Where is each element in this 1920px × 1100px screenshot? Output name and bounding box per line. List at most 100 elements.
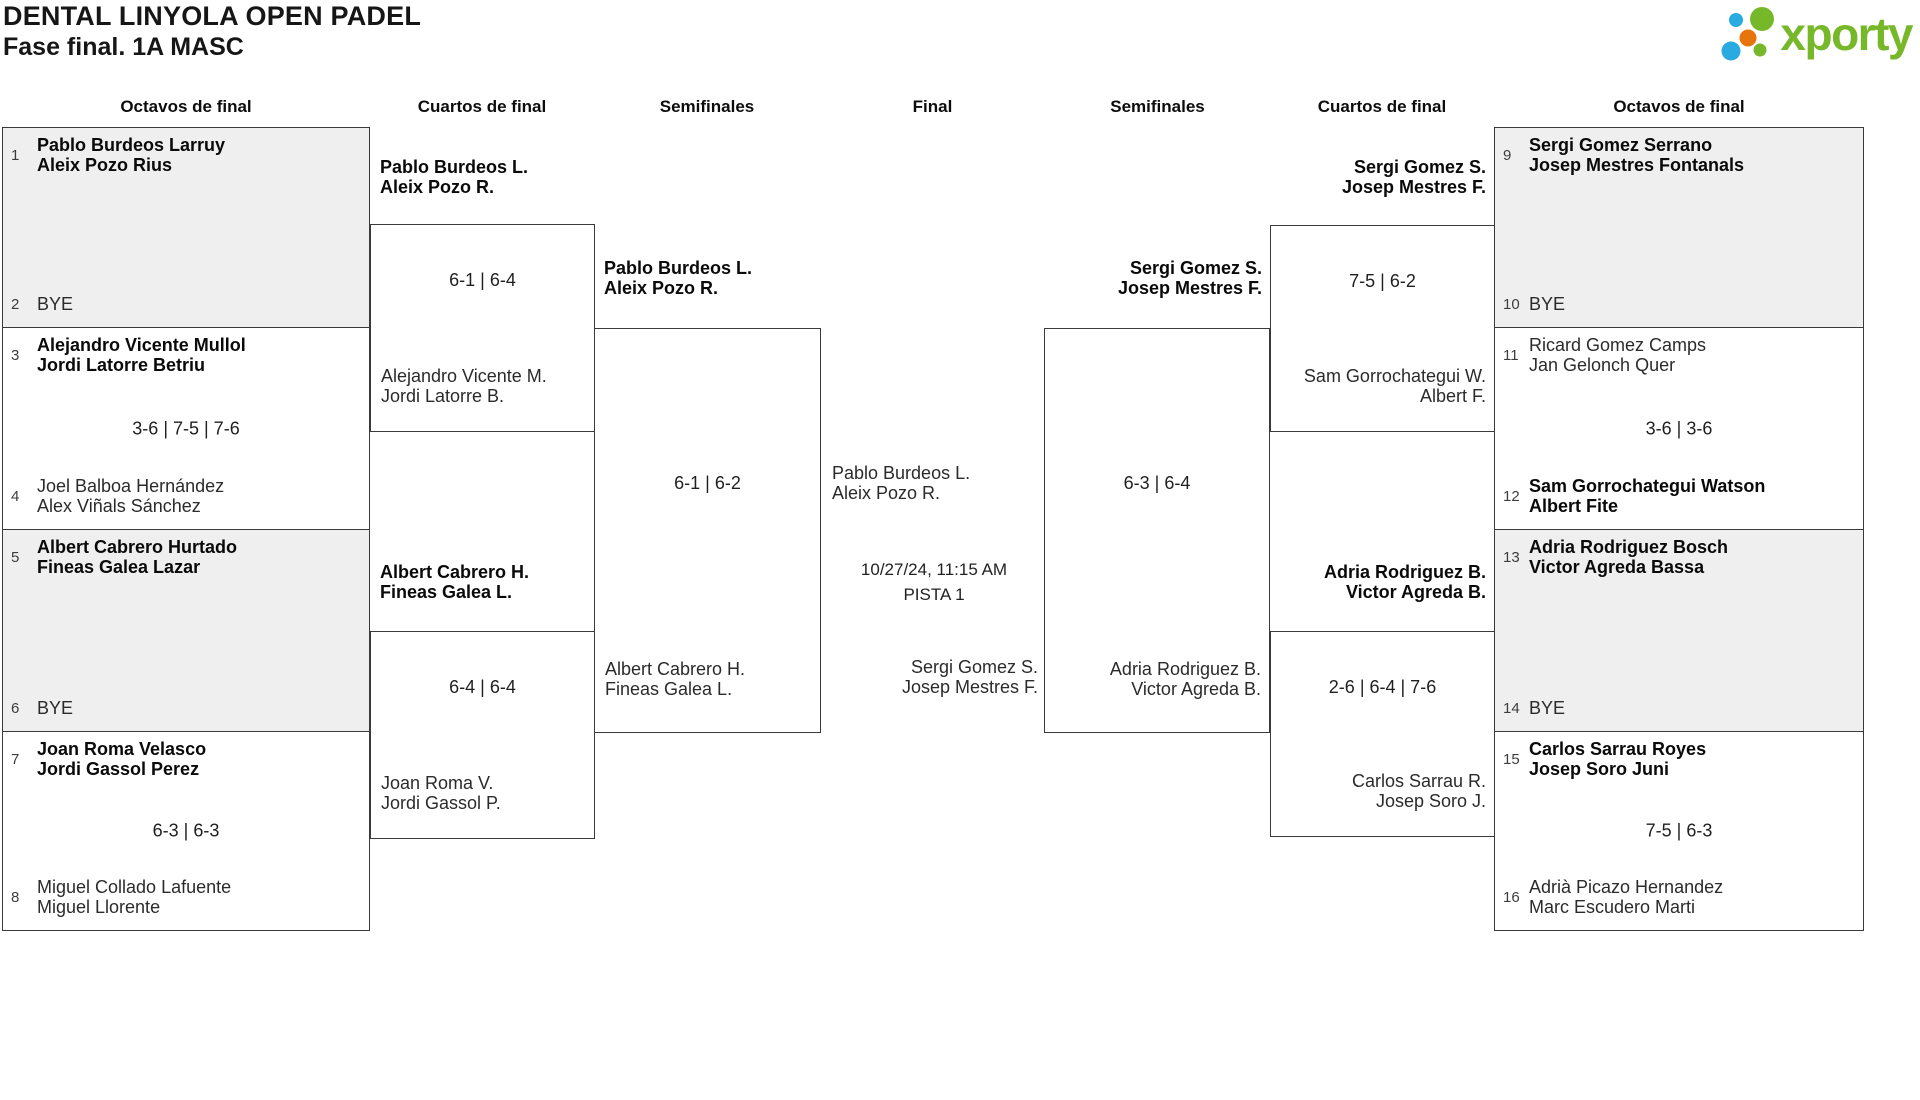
- seed-number: 13: [1503, 549, 1520, 566]
- xporty-logo[interactable]: xporty: [1719, 2, 1913, 66]
- match-box-semifinal-right: 6-3 | 6-4 Adria Rodriguez B. Victor Agre…: [1044, 328, 1270, 733]
- match-box-octavos-right-1: 9 Sergi Gomez Serrano Josep Mestres Font…: [1494, 127, 1864, 328]
- seed-number: 6: [11, 699, 20, 717]
- advancing-team-label: Adria Rodriguez B. Victor Agreda B.: [1323, 562, 1486, 602]
- match-score: 3-6 | 3-6: [1645, 418, 1713, 438]
- team-name: Joel Balboa Hernández Alex Viñals Sánche…: [37, 476, 225, 516]
- seed-number: 5: [11, 549, 20, 566]
- final-court: PISTA 1: [903, 585, 965, 604]
- team-slot: 8 Miguel Collado Lafuente Miguel Llorent…: [3, 877, 369, 917]
- match-box-octavos-right-4: 15 Carlos Sarrau Royes Josep Soro Juni 7…: [1494, 731, 1864, 931]
- team-name: Ricard Gomez Camps Jan Gelonch Quer: [1529, 335, 1707, 375]
- advancing-team-label: Sergi Gomez S. Josep Mestres F.: [1341, 157, 1486, 197]
- seed-number: 16: [1503, 889, 1520, 906]
- match-box-semifinal-left: 6-1 | 6-2 Albert Cabrero H. Fineas Galea…: [594, 328, 821, 733]
- seed-number: 8: [11, 889, 20, 906]
- page-title: DENTAL LINYOLA OPEN PADEL: [3, 1, 422, 31]
- seed-number: 10: [1503, 295, 1520, 313]
- final-datetime: 10/27/24, 11:15 AM: [860, 560, 1008, 579]
- round-header-semis-left: Semifinales: [659, 97, 755, 116]
- match-box-cuartos-left-1: 6-1 | 6-4 Alejandro Vicente M. Jordi Lat…: [370, 224, 595, 432]
- team-name: BYE: [37, 293, 74, 314]
- team-slot: 6 BYE: [3, 697, 369, 719]
- match-score: 7-5 | 6-3: [1645, 820, 1713, 841]
- round-header-final: Final: [912, 97, 953, 116]
- seed-number: 1: [11, 147, 20, 164]
- seed-number: 2: [11, 295, 20, 313]
- seed-number: 15: [1503, 751, 1520, 768]
- match-score: 2-6 | 6-4 | 7-6: [1328, 677, 1437, 697]
- final-team-top: Pablo Burdeos L. Aleix Pozo R.: [832, 463, 971, 503]
- match-box-octavos-right-2: 11 Ricard Gomez Camps Jan Gelonch Quer 3…: [1494, 327, 1864, 530]
- seed-number: 11: [1503, 347, 1519, 364]
- team-slot: 12 Sam Gorrochategui Watson Albert Fite: [1495, 476, 1863, 516]
- round-header-cuartos-left: Cuartos de final: [417, 97, 547, 116]
- xporty-logo-text: xporty: [1780, 8, 1913, 60]
- match-score: 6-1 | 6-2: [674, 473, 741, 493]
- seed-number: 12: [1503, 488, 1520, 505]
- round-header-cuartos-right: Cuartos de final: [1317, 97, 1447, 116]
- match-box-octavos-left-3: 5 Albert Cabrero Hurtado Fineas Galea La…: [2, 529, 370, 732]
- team-slot: 13 Adria Rodriguez Bosch Victor Agreda B…: [1495, 537, 1863, 577]
- losing-team-label: Adria Rodriguez B. Victor Agreda B.: [1109, 659, 1261, 699]
- advancing-team-label: Albert Cabrero H. Fineas Galea L.: [380, 562, 530, 602]
- losing-team-label: Alejandro Vicente M. Jordi Latorre B.: [381, 366, 547, 406]
- match-score: 6-1 | 6-4: [449, 270, 516, 290]
- seed-number: 3: [11, 347, 20, 364]
- team-name: Sergi Gomez Serrano Josep Mestres Fontan…: [1529, 135, 1745, 175]
- seed-number: 9: [1503, 147, 1512, 164]
- team-name: Sam Gorrochategui Watson Albert Fite: [1529, 476, 1766, 516]
- match-box-octavos-left-2: 3 Alejandro Vicente Mullol Jordi Latorre…: [2, 327, 370, 530]
- team-name: Miguel Collado Lafuente Miguel Llorente: [37, 877, 232, 917]
- team-slot: 2 BYE: [3, 293, 369, 315]
- round-header-octavos-left: Octavos de final: [120, 97, 252, 116]
- seed-number: 14: [1503, 699, 1520, 717]
- team-slot: 10 BYE: [1495, 293, 1863, 315]
- team-slot: 9 Sergi Gomez Serrano Josep Mestres Font…: [1495, 135, 1863, 175]
- match-box-cuartos-left-2: 6-4 | 6-4 Joan Roma V. Jordi Gassol P.: [370, 631, 595, 839]
- seed-number: 7: [11, 751, 20, 768]
- team-name: Joan Roma Velasco Jordi Gassol Perez: [37, 739, 207, 779]
- team-slot: 3 Alejandro Vicente Mullol Jordi Latorre…: [3, 335, 369, 375]
- team-slot: 16 Adrià Picazo Hernandez Marc Escudero …: [1495, 877, 1863, 917]
- team-name: Albert Cabrero Hurtado Fineas Galea Laza…: [37, 537, 238, 577]
- losing-team-label: Sam Gorrochategui W. Albert F.: [1303, 366, 1486, 406]
- team-slot: 4 Joel Balboa Hernández Alex Viñals Sánc…: [3, 476, 369, 516]
- team-name: BYE: [1529, 293, 1566, 314]
- match-box-octavos-left-1: 1 Pablo Burdeos Larruy Aleix Pozo Rius 2…: [2, 127, 370, 328]
- losing-team-label: Joan Roma V. Jordi Gassol P.: [381, 773, 501, 813]
- match-box-octavos-right-3: 13 Adria Rodriguez Bosch Victor Agreda B…: [1494, 529, 1864, 732]
- team-slot: 14 BYE: [1495, 697, 1863, 719]
- advancing-team-label: Sergi Gomez S. Josep Mestres F.: [1117, 258, 1262, 298]
- losing-team-label: Albert Cabrero H. Fineas Galea L.: [605, 659, 746, 699]
- match-score: 6-3 | 6-4: [1123, 473, 1191, 493]
- team-slot: 7 Joan Roma Velasco Jordi Gassol Perez: [3, 739, 369, 779]
- match-score: 7-5 | 6-2: [1349, 271, 1416, 291]
- team-name: BYE: [37, 697, 74, 718]
- advancing-team-label: Pablo Burdeos L. Aleix Pozo R.: [380, 157, 529, 197]
- seed-number: 4: [11, 488, 20, 505]
- xporty-logo-icon: [1721, 7, 1775, 61]
- match-box-octavos-left-4: 7 Joan Roma Velasco Jordi Gassol Perez 6…: [2, 731, 370, 931]
- team-name: Adria Rodriguez Bosch Victor Agreda Bass…: [1529, 537, 1729, 577]
- final-team-bottom: Sergi Gomez S. Josep Mestres F.: [901, 657, 1038, 697]
- match-box-cuartos-right-2: 2-6 | 6-4 | 7-6 Carlos Sarrau R. Josep S…: [1270, 631, 1495, 837]
- team-name: Adrià Picazo Hernandez Marc Escudero Mar…: [1529, 877, 1724, 917]
- losing-team-label: Carlos Sarrau R. Josep Soro J.: [1351, 771, 1486, 811]
- team-name: Pablo Burdeos Larruy Aleix Pozo Rius: [37, 135, 226, 175]
- match-score: 6-3 | 6-3: [152, 820, 220, 841]
- team-name: Alejandro Vicente Mullol Jordi Latorre B…: [37, 335, 246, 375]
- match-score: 3-6 | 7-5 | 7-6: [132, 418, 240, 438]
- match-box-cuartos-right-1: 7-5 | 6-2 Sam Gorrochategui W. Albert F.: [1270, 225, 1495, 432]
- team-slot: 1 Pablo Burdeos Larruy Aleix Pozo Rius: [3, 135, 369, 175]
- round-header-octavos-right: Octavos de final: [1613, 97, 1745, 116]
- team-name: BYE: [1529, 697, 1566, 718]
- advancing-team-label: Pablo Burdeos L. Aleix Pozo R.: [604, 258, 753, 298]
- team-name: Carlos Sarrau Royes Josep Soro Juni: [1529, 739, 1707, 779]
- page-subtitle: Fase final. 1A MASC: [3, 33, 244, 61]
- round-header-semis-right: Semifinales: [1110, 97, 1205, 116]
- match-score: 6-4 | 6-4: [449, 677, 516, 697]
- team-slot: 5 Albert Cabrero Hurtado Fineas Galea La…: [3, 537, 369, 577]
- team-slot: 11 Ricard Gomez Camps Jan Gelonch Quer: [1495, 335, 1863, 375]
